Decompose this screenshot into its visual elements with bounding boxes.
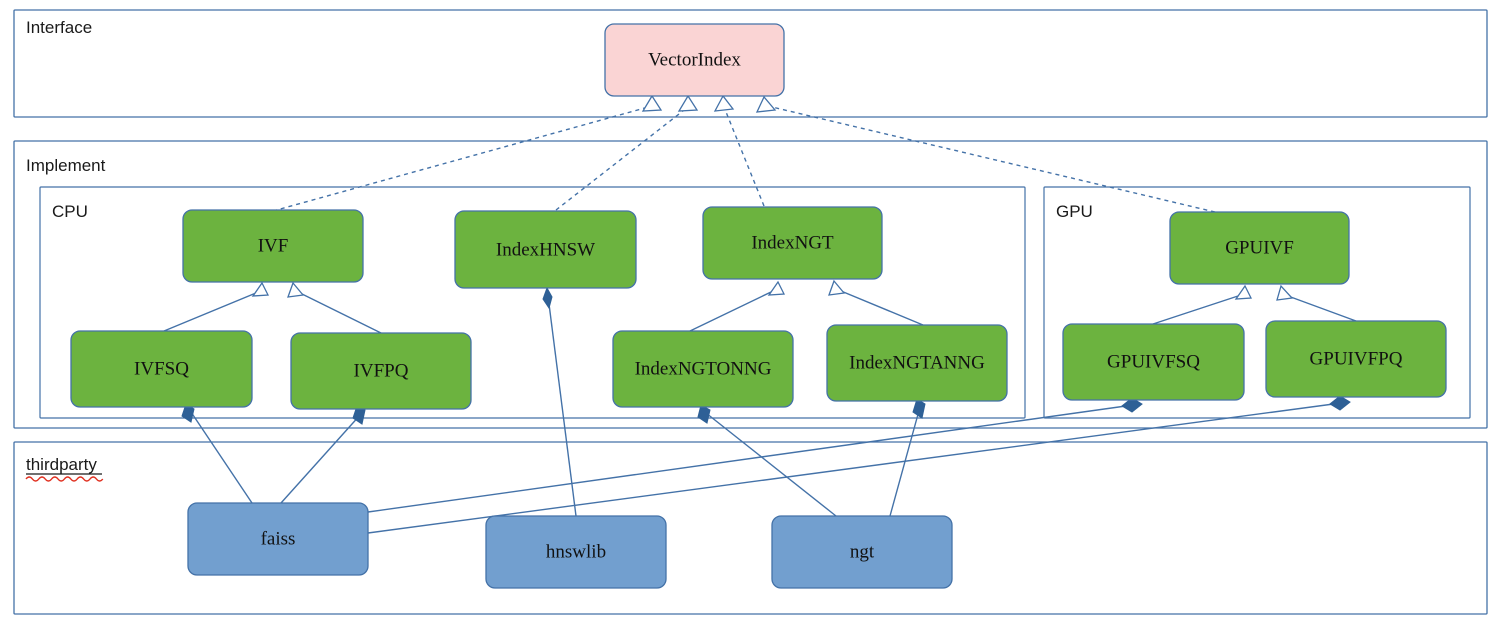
node-indexhnsw[interactable]: IndexHNSW: [454, 210, 637, 289]
container-cpu-label: CPU: [52, 202, 88, 221]
node-indexngt-label: IndexNGT: [751, 232, 834, 253]
node-gpuivfsq[interactable]: GPUIVFSQ: [1062, 323, 1245, 401]
node-vectorindex-label: VectorIndex: [648, 49, 741, 70]
generalization-arrowhead-icon: [677, 94, 699, 112]
node-ivfsq-rect: [70, 330, 253, 408]
composition-diamond-icon: [912, 398, 926, 419]
composition-diamond-icon: [1121, 397, 1143, 413]
generalization-arrowhead-icon: [767, 280, 786, 296]
generalization-arrowhead-icon: [828, 279, 846, 296]
node-gpuivfpq-label: GPUIVFPQ: [1310, 348, 1403, 369]
container-interface-label: Interface: [26, 18, 92, 37]
edge-group: [163, 94, 1357, 534]
node-gpuivf-label: GPUIVF: [1225, 237, 1294, 258]
node-hnswlib-rect: [485, 515, 667, 589]
node-vectorindex[interactable]: VectorIndex: [604, 23, 785, 97]
edge-gpuivf-vectorindex[interactable]: [755, 95, 1216, 213]
container-implement-label: Implement: [26, 156, 106, 175]
node-ivfpq-label: IVFPQ: [354, 360, 409, 381]
node-indexngtonng-label: IndexNGTONNG: [635, 358, 772, 379]
node-ngt-rect: [771, 515, 953, 589]
node-indexngtanng-label: IndexNGTANNG: [849, 352, 985, 373]
edge-indexngt-vectorindex[interactable]: [713, 94, 765, 207]
edge-ngtanng-indexngt[interactable]: [828, 279, 924, 326]
node-ngt-label: ngt: [850, 541, 875, 562]
node-ivf[interactable]: IVF: [182, 209, 364, 283]
spellcheck-squiggle-icon: [25, 476, 104, 482]
edge-ivfpq-ivf[interactable]: [287, 281, 382, 334]
edge-gpuivfpq-faiss[interactable]: [367, 395, 1351, 534]
node-indexngt[interactable]: IndexNGT: [702, 206, 883, 280]
edge-ngtonng-ngt[interactable]: [697, 404, 837, 517]
node-gpuivfsq-rect: [1062, 323, 1245, 401]
generalization-arrowhead-icon: [251, 281, 270, 297]
node-ivf-label: IVF: [258, 235, 289, 256]
edge-indexhnsw-hnswlib[interactable]: [542, 286, 577, 517]
edge-ivfsq-ivf[interactable]: [163, 281, 270, 332]
node-faiss-rect: [187, 502, 369, 576]
node-indexhnsw-label: IndexHNSW: [496, 239, 595, 260]
node-ivfpq[interactable]: IVFPQ: [290, 332, 472, 410]
node-indexngt-rect: [702, 206, 883, 280]
container-thirdparty-label: thirdparty: [26, 455, 97, 474]
node-ivfsq-label: IVFSQ: [134, 358, 189, 379]
node-hnswlib[interactable]: hnswlib: [485, 515, 667, 589]
node-gpuivf[interactable]: GPUIVF: [1169, 211, 1350, 285]
edge-gpuivfpq-gpuivf[interactable]: [1276, 284, 1357, 322]
node-gpuivfpq-rect: [1265, 320, 1447, 398]
node-group: VectorIndex IVF IndexHNSW IndexNGT GPUIV…: [70, 23, 1447, 589]
node-gpuivfpq[interactable]: GPUIVFPQ: [1265, 320, 1447, 398]
generalization-arrowhead-icon: [1234, 284, 1253, 300]
node-hnswlib-label: hnswlib: [546, 541, 606, 562]
node-vectorindex-rect: [604, 23, 785, 97]
node-ivfsq[interactable]: IVFSQ: [70, 330, 253, 408]
edge-ngtonng-indexngt[interactable]: [689, 280, 786, 332]
generalization-arrowhead-icon: [287, 281, 305, 298]
node-ivf-rect: [182, 209, 364, 283]
generalization-arrowhead-icon: [1276, 284, 1294, 301]
edge-gpuivfsq-faiss[interactable]: [367, 397, 1143, 513]
node-indexngtonng-rect: [612, 330, 794, 408]
node-faiss-label: faiss: [261, 528, 296, 549]
edge-ngtanng-ngt[interactable]: [889, 398, 926, 517]
generalization-arrowhead-icon: [713, 94, 735, 112]
edge-ivf-vectorindex[interactable]: [272, 94, 663, 212]
node-indexngtanng[interactable]: IndexNGTANNG: [826, 324, 1008, 402]
node-faiss[interactable]: faiss: [187, 502, 369, 576]
node-ivfpq-rect: [290, 332, 472, 410]
container-thirdparty[interactable]: thirdparty: [13, 441, 1488, 615]
container-gpu-label: GPU: [1056, 202, 1093, 221]
generalization-arrowhead-icon: [755, 95, 777, 113]
node-indexngtonng[interactable]: IndexNGTONNG: [612, 330, 794, 408]
node-indexhnsw-rect: [454, 210, 637, 289]
node-ngt[interactable]: ngt: [771, 515, 953, 589]
node-indexngtanng-rect: [826, 324, 1008, 402]
generalization-arrowhead-icon: [641, 94, 663, 112]
node-gpuivf-rect: [1169, 211, 1350, 285]
composition-diamond-icon: [1329, 395, 1351, 411]
edge-indexhnsw-vectorindex[interactable]: [555, 94, 699, 211]
edge-gpuivfsq-gpuivf[interactable]: [1152, 284, 1253, 325]
composition-diamond-icon: [697, 404, 711, 424]
container-thirdparty-rect: [13, 441, 1488, 615]
node-gpuivfsq-label: GPUIVFSQ: [1107, 351, 1200, 372]
composition-diamond-icon: [542, 286, 553, 310]
